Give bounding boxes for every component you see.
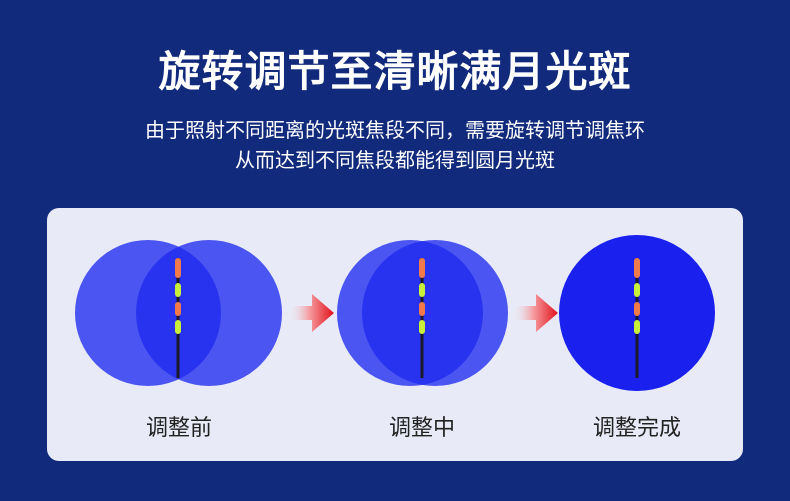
float-icon: [175, 258, 181, 378]
stage-label-adjusting: 调整中: [388, 416, 456, 441]
float-icon: [419, 258, 425, 378]
subtitle-line-1: 由于照射不同距离的光斑焦段不同，需要旋转调节调焦环: [145, 118, 645, 142]
right-arrow-icon: [512, 294, 558, 332]
float-icon: [634, 258, 640, 378]
right-arrow-icon: [288, 294, 334, 332]
stage-adjusting-circles: [337, 240, 508, 386]
page-title: 旋转调节至清晰满月光斑: [158, 47, 632, 96]
stage-label-before: 调整前: [145, 416, 213, 441]
stage-before-circles: [75, 240, 282, 386]
stage-label-complete: 调整完成: [592, 416, 682, 441]
subtitle-line-2: 从而达到不同焦段都能得到圆月光斑: [235, 148, 555, 172]
